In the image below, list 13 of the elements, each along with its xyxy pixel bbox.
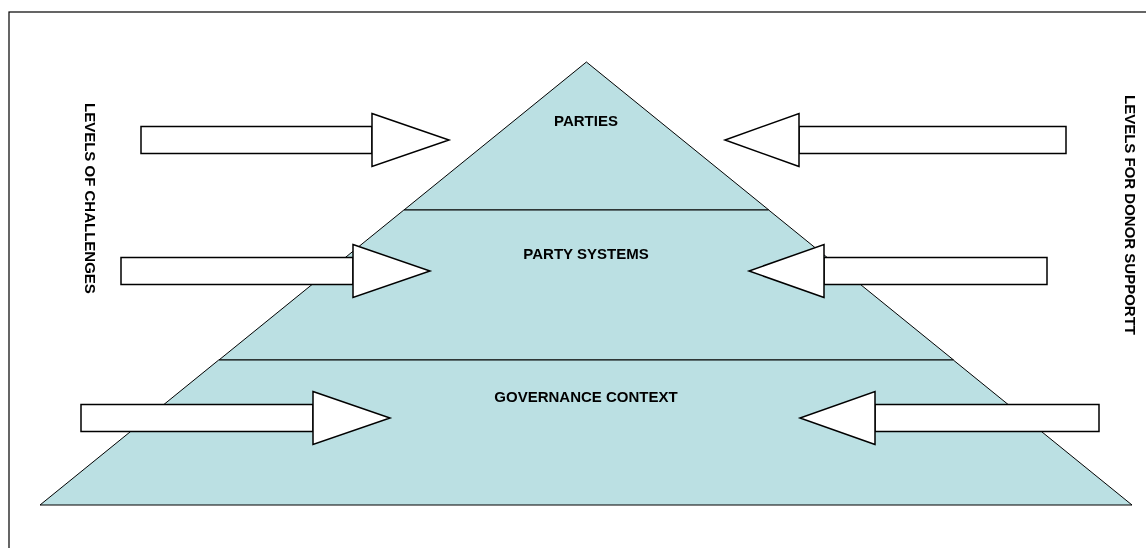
pyramid-top-segment — [403, 62, 769, 210]
side-label: LEVELS OF CHALLENGES — [82, 103, 99, 294]
block-arrow — [724, 112, 1067, 168]
block-arrow — [748, 243, 1048, 299]
block-arrow — [80, 390, 391, 446]
side-label: LEVELS FOR DONOR SUPPORTT — [1122, 95, 1139, 335]
layer-label: PARTY SYSTEMS — [522, 245, 650, 262]
block-arrow — [140, 112, 450, 168]
block-arrow — [120, 243, 431, 299]
block-arrow — [799, 390, 1100, 446]
layer-label: GOVERNANCE CONTEXT — [493, 388, 679, 405]
layer-label: PARTIES — [553, 112, 619, 129]
pyramid-layer — [40, 360, 1132, 505]
